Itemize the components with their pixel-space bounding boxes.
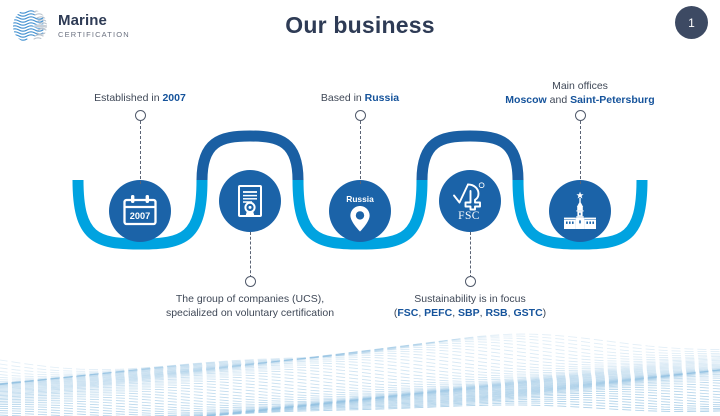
label-line: Established in 2007 <box>94 92 186 104</box>
label-line: The group of companies (UCS), <box>175 293 325 305</box>
wave-valley-2 <box>292 179 428 250</box>
brand-name: Marine <box>58 11 107 29</box>
wave-peak-2 <box>416 130 524 181</box>
fsc-tree-checkmark-icon: FSC <box>453 182 485 222</box>
wave-valley-3 <box>512 179 648 250</box>
marine-waves-circle-logo-icon <box>13 9 47 43</box>
wavy-lines-pattern-icon <box>0 333 720 416</box>
connector-line-based-in-russia <box>360 116 361 184</box>
map-pin-icon: Russia <box>346 194 374 232</box>
connector-dot-group-of-companies <box>245 276 256 287</box>
label-group-of-companies: The group of companies (UCS), specialized… <box>140 292 360 320</box>
page-title: Our business <box>285 12 435 38</box>
certificate-icon <box>238 185 262 217</box>
label-line: Main offices <box>552 80 608 92</box>
label-line: Based in Russia <box>320 92 400 104</box>
connector-line-sustainability <box>470 232 471 278</box>
timeline-node-main-offices[interactable] <box>549 180 611 242</box>
timeline-node-group-of-companies[interactable] <box>219 170 281 232</box>
label-line: specialized on voluntary certification <box>165 307 335 320</box>
connector-dot-sustainability <box>465 276 476 287</box>
wave-valley-1 <box>72 179 208 250</box>
label-line: Sustainability is in focus <box>414 293 526 305</box>
timeline-node-based-in-russia[interactable]: Russia <box>329 180 391 242</box>
fsc-wordmark-text: FSC <box>458 210 480 222</box>
page-number-badge: 1 <box>675 6 708 39</box>
timeline-node-established[interactable]: 2007 <box>109 180 171 242</box>
connector-line-established <box>140 116 141 184</box>
connector-line-main-offices <box>580 116 581 184</box>
kremlin-tower-icon <box>564 191 596 229</box>
label-line: Moscow and Saint-Petersburg <box>505 94 655 107</box>
brand-text: Marine CERTIFICATION <box>58 11 130 40</box>
connector-dot-based-in-russia <box>355 110 366 121</box>
label-line: (FSC, PEFC, SBP, RSB, GSTC) <box>393 307 547 320</box>
connector-line-group-of-companies <box>250 232 251 278</box>
connector-dot-main-offices <box>575 110 586 121</box>
map-pin-label-text: Russia <box>346 194 374 204</box>
connector-dot-established <box>135 110 146 121</box>
label-established: Established in 2007 <box>40 91 240 105</box>
timeline-node-sustainability[interactable]: FSC <box>439 170 501 232</box>
timeline-wave-path <box>72 130 648 250</box>
label-based-in-russia: Based in Russia <box>260 91 460 105</box>
brand-subtitle: CERTIFICATION <box>58 30 130 40</box>
calendar-icon: 2007 <box>123 195 157 226</box>
calendar-year-text: 2007 <box>130 211 150 221</box>
wave-peak-1 <box>196 130 304 181</box>
label-sustainability: Sustainability is in focus (FSC, PEFC, SB… <box>370 292 570 320</box>
brand-logo[interactable]: Marine CERTIFICATION <box>10 6 130 46</box>
